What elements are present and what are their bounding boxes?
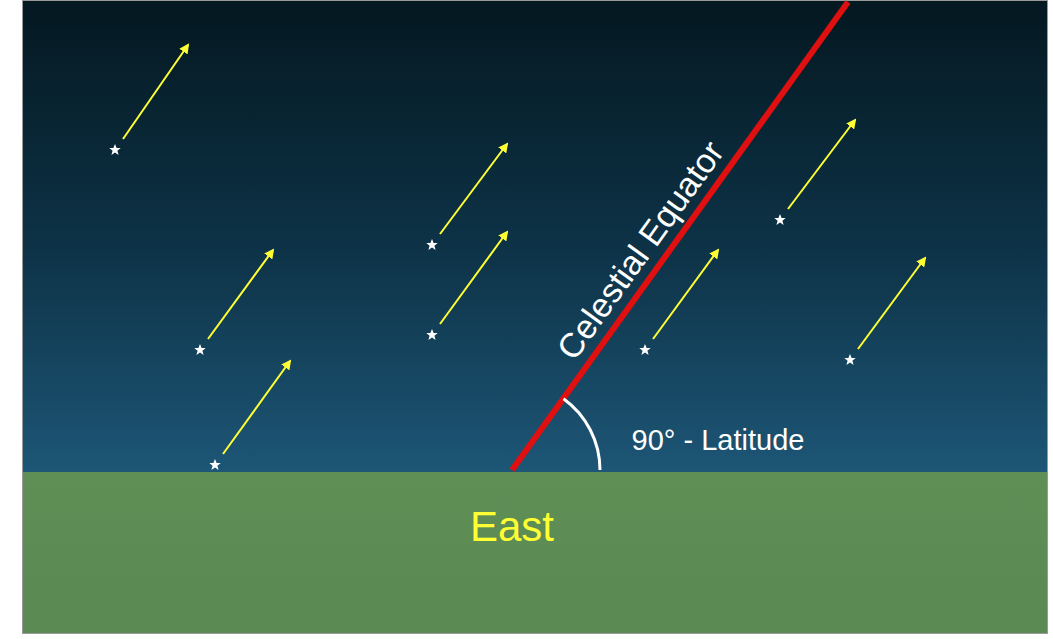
equator-line [512,2,848,470]
stars [109,144,855,470]
direction-label: East [470,506,554,548]
angle-arc [564,399,601,470]
sky [22,0,1048,472]
frame [23,1,1048,634]
star-motion-arrows [123,45,925,454]
angle-label: 90° - Latitude [632,426,805,455]
ground [22,472,1048,634]
